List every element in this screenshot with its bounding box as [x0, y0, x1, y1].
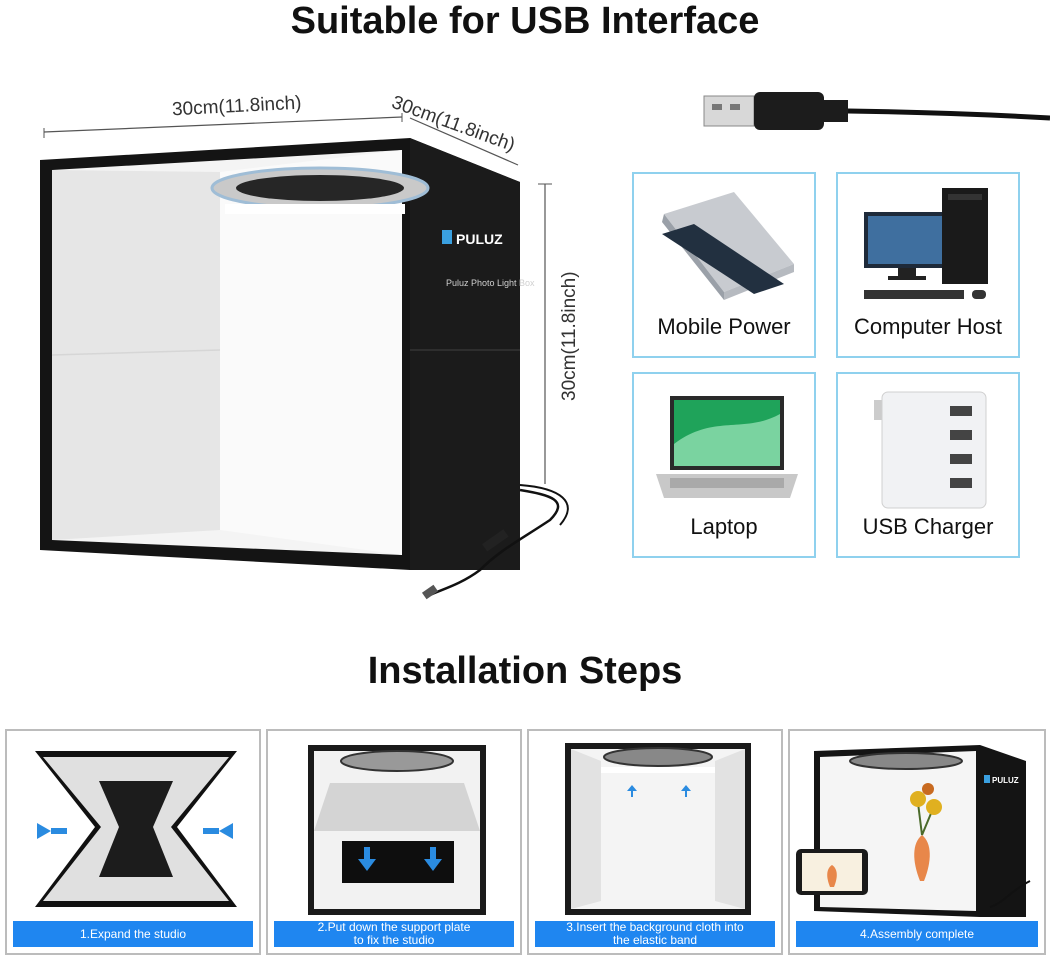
svg-text:PULUZ: PULUZ [456, 231, 503, 247]
step-caption: 1.Expand the studio [13, 921, 253, 947]
power-source-card-usb-charger: USB Charger [836, 372, 1020, 558]
background-cloth-illustration [565, 743, 751, 915]
desktop-computer-icon [864, 188, 988, 299]
step-caption-line-1: 1.Expand the studio [79, 926, 187, 941]
support-plate-illustration [308, 745, 486, 915]
laptop-icon [656, 396, 798, 498]
usb-charger-icon [874, 391, 987, 509]
power-source-label: Laptop [690, 514, 758, 539]
power-source-label: Mobile Power [657, 314, 791, 339]
installation-step-4: PULUZ 4.Assembly complete [788, 729, 1046, 955]
step-caption-line-2: to fix the studio [353, 933, 435, 947]
step-caption-line-1: 2.Put down the support plate [317, 920, 471, 934]
power-source-card-laptop: Laptop [632, 372, 816, 558]
power-bank-icon [662, 192, 794, 300]
step-caption: 4.Assembly complete [796, 921, 1038, 947]
usb-plug-icon [703, 92, 1050, 130]
installation-step-1: 1.Expand the studio [5, 729, 261, 955]
assembly-complete-illustration: PULUZ [796, 745, 1031, 917]
expand-studio-illustration [35, 751, 237, 907]
power-source-card-mobile-power: Mobile Power [632, 172, 816, 358]
power-source-label: Computer Host [854, 314, 1002, 339]
photo-light-box-illustration: PULUZ Puluz Photo Light Box [40, 113, 569, 600]
step-caption-line-2: the elastic band [612, 933, 698, 947]
step-caption-line-1: 4.Assembly complete [859, 926, 975, 941]
installation-title: Installation Steps [367, 650, 683, 692]
svg-text:Puluz Photo Light Box: Puluz Photo Light Box [446, 278, 535, 288]
svg-text:PULUZ: PULUZ [992, 776, 1019, 785]
power-source-label: USB Charger [862, 514, 994, 539]
page-title: Suitable for USB Interface [290, 0, 760, 42]
step-caption-line-1: 3.Insert the background cloth into [566, 920, 744, 934]
power-source-card-computer-host: Computer Host [836, 172, 1020, 358]
